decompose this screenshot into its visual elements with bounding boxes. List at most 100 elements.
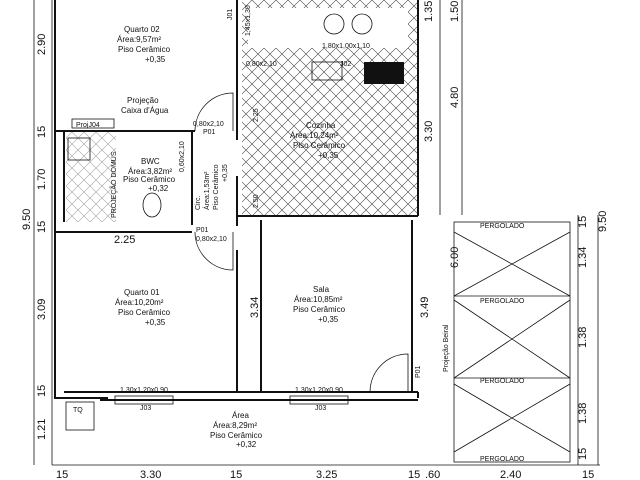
shower-area (67, 137, 91, 161)
left-dim-15-a: 15 (36, 126, 48, 138)
label-caixa-agua: Caixa d'Água (121, 106, 169, 115)
room-area: Área:10,24m² (290, 131, 339, 140)
room-level: +0,35 (145, 55, 166, 64)
room-quarto02: Quarto 02 Área:9,57m² Piso Cerâmico +0,3… (117, 25, 171, 64)
label-projecao: Projeção (127, 96, 159, 105)
right-dim-138-a: 1.38 (577, 327, 589, 348)
bwc-tile-hatch (66, 132, 116, 222)
right-dim-330: 3.30 (423, 121, 435, 142)
room-name: Área (232, 411, 249, 420)
door-swing-quarto02 (194, 92, 234, 132)
room-floor: Piso Cerâmico (293, 141, 346, 150)
room-level: +0,35 (222, 164, 229, 182)
label-pergolado-1: PERGOLADO (480, 223, 525, 230)
left-dim-309: 3.09 (36, 299, 48, 320)
room-floor: Piso Cerâmico (210, 431, 263, 440)
room-area: Área:3,82m² (128, 167, 172, 176)
room-name: Cozinha (306, 121, 336, 130)
left-dim-290: 2.90 (36, 34, 48, 55)
door-swing-sala (369, 353, 409, 393)
label-tq: TQ (73, 407, 83, 414)
room-name: Circ. (195, 196, 202, 210)
left-dim-total: 9.50 (21, 209, 33, 230)
room-area: Área:8,29m² (213, 421, 257, 430)
room-area: Área:10,20m² (115, 298, 164, 307)
window-j04 (71, 118, 115, 129)
room-area: Área:10,85m² (294, 295, 343, 304)
bottom-dim-15-b: 15 (230, 469, 242, 480)
label-projj04: ProjJ04 (76, 122, 100, 129)
room-level: +0,35 (318, 151, 339, 160)
frame-door-quarto02: 0,80x2,10 (193, 121, 224, 128)
exterior-wall (54, 0, 108, 399)
frame-p01-quarto02: P01 (203, 129, 216, 136)
right-dim-480: 4.80 (449, 87, 461, 108)
right-dim-total: 9.50 (597, 211, 609, 232)
room-cozinha: Cozinha Área:10,24m² Piso Cerâmico +0,35 (290, 121, 346, 160)
inner-dim-349: 3.49 (419, 297, 431, 318)
frame-j03-left: J03 (140, 405, 151, 412)
sink (311, 61, 343, 81)
room-name: Sala (313, 285, 330, 294)
room-floor: Piso Cerâmico (213, 164, 220, 210)
room-name: BWC (141, 157, 160, 166)
frame-door-quarto01: 0,80x2,10 (196, 236, 227, 243)
bottom-dim-240: 2.40 (500, 469, 521, 480)
room-level: +0,35 (318, 315, 339, 324)
left-dim-121: 1.21 (36, 419, 48, 440)
frame-j02: J02 (340, 61, 351, 68)
tq-box (65, 401, 95, 431)
frame-p01-quarto01: P01 (196, 227, 209, 234)
label-pergolado-3: PERGOLADO (480, 378, 525, 385)
inner-dim-334: 3.34 (249, 297, 261, 318)
room-name: Quarto 02 (124, 25, 160, 34)
room-name: Quarto 01 (124, 288, 160, 297)
room-area: Área Área:8,29m² Piso Cerâmico +0,32 (210, 411, 263, 449)
bottom-dim-325: 3.25 (316, 469, 337, 480)
label-pergolado-2: PERGOLADO (480, 298, 525, 305)
bottom-dim-330: 3.30 (140, 469, 161, 480)
bottom-dim-15-a: 15 (56, 469, 68, 480)
right-dim-150: 1.50 (449, 1, 461, 22)
room-floor: Piso Cerâmico (293, 305, 346, 314)
stove (364, 62, 404, 84)
frame-j03-right: J03 (315, 405, 326, 412)
bottom-dim-15-c: 15 (408, 469, 420, 480)
kitchen-counter (248, 8, 408, 48)
pergolado-cross-3 (453, 383, 571, 453)
right-dim-138-b: 1.38 (577, 403, 589, 424)
room-floor: Piso Cerâmico (118, 308, 171, 317)
frame-j01: J01 (227, 9, 234, 20)
label-pergolado-4: PERGOLADO (480, 456, 525, 463)
frame-door-kitchen: 0,80x2,10 (246, 61, 277, 68)
pergolado-cross-1 (453, 231, 571, 297)
right-dim-15-b: 15 (577, 448, 589, 460)
bottom-dim-15-d: 15 (582, 469, 594, 480)
right-dim-134: 1.34 (577, 247, 589, 268)
frame-kitchen-window: 1,80x1,00x1,10 (322, 43, 370, 50)
frame-window-left: 1,30x1,20x0,90 (120, 387, 168, 394)
room-circ: Circ. Área:1,53m² Piso Cerâmico +0,35 (195, 164, 229, 210)
door-swing-quarto01 (194, 231, 234, 271)
inner-dim-600: 6.00 (449, 247, 461, 268)
toilet (142, 192, 162, 218)
frame-j01-dim: 1,45x1,30 (245, 5, 252, 36)
window-j03-left (114, 395, 174, 405)
inner-dim-225: 2.25 (114, 234, 135, 246)
label-projecao-beiral: Projeção Beiral (443, 324, 450, 372)
inner-dim-225-kitchen: 2.25 (253, 108, 260, 122)
room-area: Área:1,53m² (202, 171, 211, 210)
tank-circle-1 (323, 13, 345, 35)
left-dim-170: 1.70 (36, 169, 48, 190)
room-floor: Piso Cerâmico (123, 175, 176, 184)
label-projecao-domus: PROJEÇÃO DOMUS (109, 151, 118, 218)
frame-door-bwc: 0,60x2,10 (179, 141, 186, 172)
room-quarto01: Quarto 01 Área:10,20m² Piso Cerâmico +0,… (115, 288, 171, 327)
room-level: +0,32 (148, 184, 169, 193)
left-dim-15-b: 15 (36, 221, 48, 233)
room-sala: Sala Área:10,85m² Piso Cerâmico +0,35 (293, 285, 346, 324)
right-dim-135: 1.35 (423, 1, 435, 22)
bottom-dim-060: .60 (425, 469, 440, 480)
frame-window-right: 1,30x1,20x0,90 (295, 387, 343, 394)
